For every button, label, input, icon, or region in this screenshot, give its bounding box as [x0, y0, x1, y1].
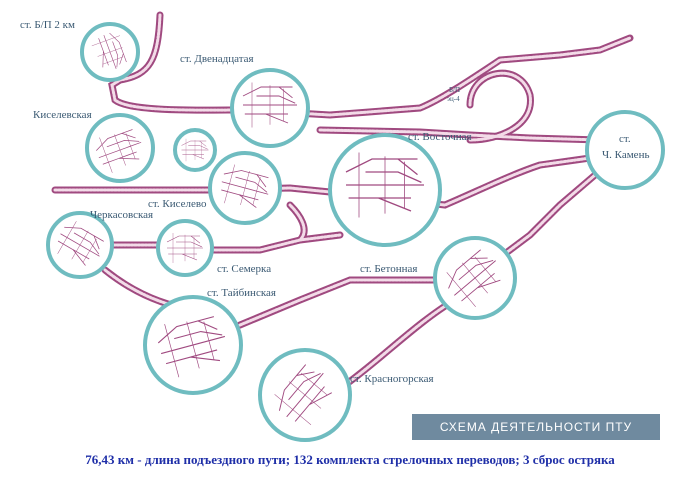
caption-text: 76,43 км - длина подъездного пути; 132 к… — [85, 452, 615, 467]
label-krasnogorskaya: ст. Красногорская — [350, 373, 434, 385]
label-ch-kamen-1: ст. — [619, 133, 631, 145]
label-kiselevo-2: Черкасовская — [90, 209, 153, 221]
track-north — [108, 11, 634, 119]
label-taybinskaya: ст. Тайбинская — [207, 287, 276, 299]
station-circles — [46, 22, 665, 442]
label-kiselevo-1: ст. Киселево — [148, 198, 207, 210]
label-betonnaya: ст. Бетонная — [360, 263, 417, 275]
label-vostochnaya: ст. Восточная — [408, 131, 472, 143]
label-dvenadtsataya: ст. Двенадцатая — [180, 53, 254, 65]
circle-ch-kamen — [585, 110, 665, 190]
label-ch-kamen-2: Ч. Камень — [602, 149, 649, 161]
label-bp-small-1: Б/П — [449, 86, 460, 94]
station-labels: ст. Б/П 2 км ст. Двенадцатая Киселевская… — [20, 19, 649, 385]
scheme-title: СХЕМА ДЕЯТЕЛЬНОСТИ ПТУ — [412, 414, 660, 440]
label-kiselevskaya: Киселевская — [33, 109, 92, 121]
label-bp2: ст. Б/П 2 км — [20, 19, 75, 31]
circle-kiselevskaya — [85, 113, 155, 183]
label-bp-small-2: эц-4 — [447, 95, 460, 103]
label-semerka: ст. Семерка — [217, 263, 271, 275]
